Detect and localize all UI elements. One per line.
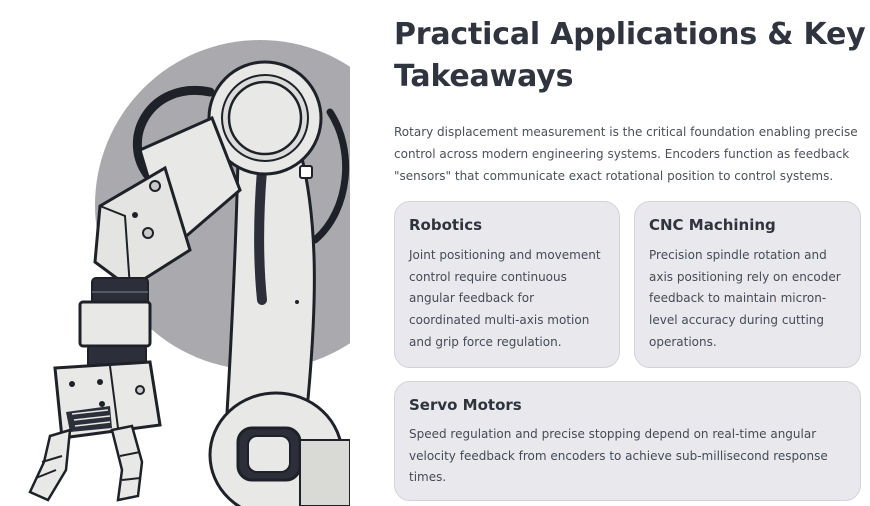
card-cnc-machining: CNC Machining Precision spindle rotation… [634,201,861,368]
card-body: Speed regulation and precise stopping de… [409,427,828,485]
intro-paragraph: Rotary displacement measurement is the c… [394,125,858,183]
card-title: Servo Motors [409,396,522,414]
card-body: Precision spindle rotation and axis posi… [649,248,841,349]
card-body: Joint positioning and movement control r… [409,248,601,349]
page-title: Practical Applications & Key Takeaways [394,17,866,94]
card-title: CNC Machining [649,216,776,234]
card-robotics: Robotics Joint positioning and movement … [394,201,620,368]
robot-arm-illustration [0,0,350,506]
card-servo-motors: Servo Motors Speed regulation and precis… [394,381,861,501]
content-panel: Practical Applications & Key Takeaways R… [394,0,866,506]
robotic-arm-icon [28,40,350,506]
card-title: Robotics [409,216,483,234]
